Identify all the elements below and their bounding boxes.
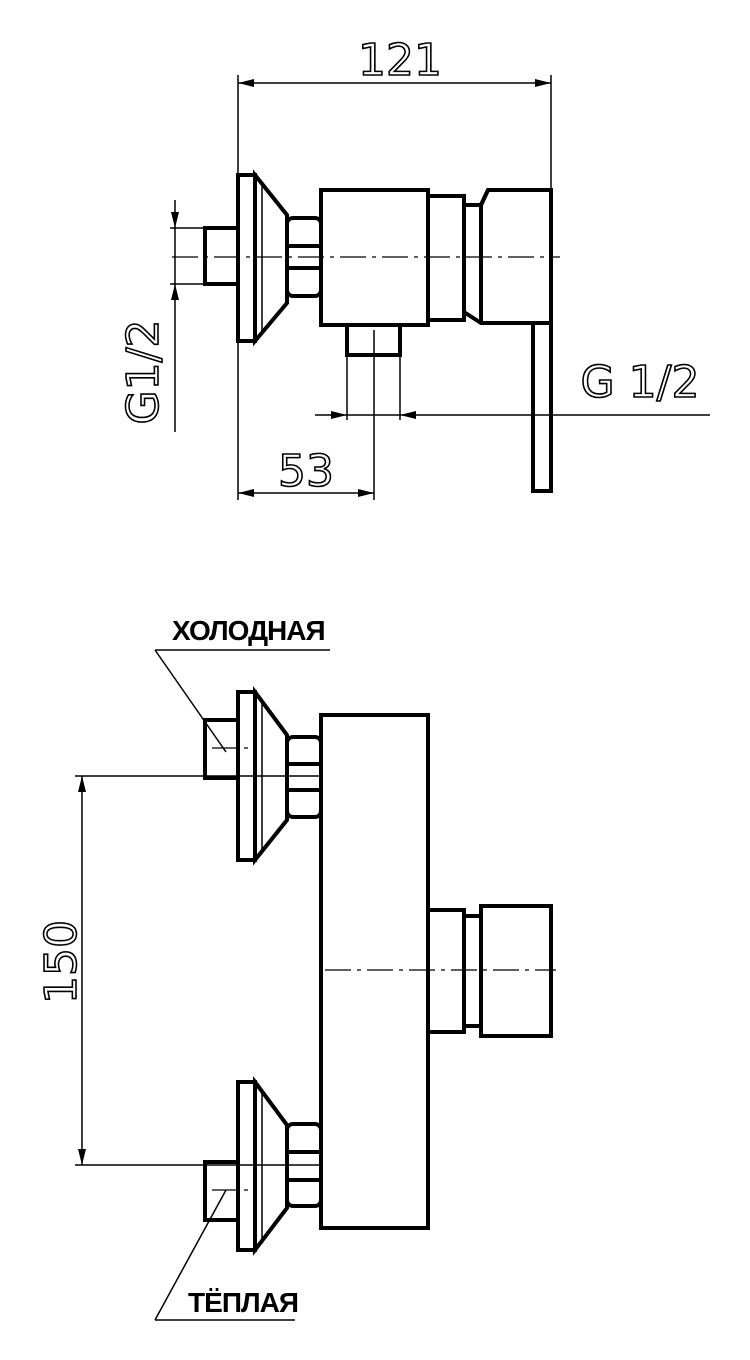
dimension-outlet-thread: G 1/2 [315,355,710,420]
dimension-inlet-thread: G1/2 [117,200,205,432]
label-warm: ТЁПЛАЯ [188,1287,298,1318]
side-view: 121 [117,34,710,500]
inlet-nipple [203,226,240,286]
front-cartridge-collar [426,908,466,1034]
dimension-total-width: 121 [237,34,552,190]
dim-outlet-thread-label: G 1/2 [581,357,700,408]
front-mixer-body [319,713,430,1230]
dimension-outlet-offset: 53 [237,330,375,500]
lever-handle [462,188,553,493]
leader-cold: ХОЛОДНАЯ [154,615,330,753]
front-handle [479,904,553,1038]
label-cold: ХОЛОДНАЯ [172,615,325,646]
dim-outlet-offset-label: 53 [278,446,334,497]
warm-inlet-assembly [203,1075,323,1256]
cartridge-collar [426,194,466,322]
front-view: 150 ХОЛОДНАЯ ТЁПЛАЯ [35,615,556,1321]
dimension-inlet-spacing: 150 [35,775,320,1166]
wall-flange [236,169,289,347]
dim-inlet-thread-label: G1/2 [118,320,169,425]
dim-total-width-label: 121 [358,35,442,86]
leader-warm: ТЁПЛАЯ [154,1189,299,1321]
dim-inlet-spacing-label: 150 [36,920,87,1004]
